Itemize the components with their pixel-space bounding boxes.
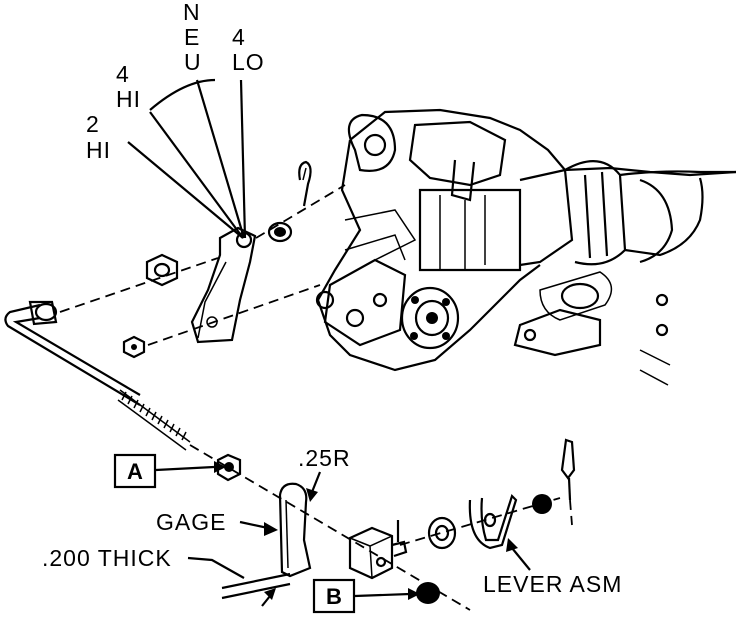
gage-callout: GAGE <box>156 509 278 536</box>
thickness-callout: .200 THICK <box>42 545 291 607</box>
fan-line-neu <box>195 79 246 239</box>
callout-a-label: A <box>127 459 143 484</box>
shift-position-fan: N E U 4 LO 4 HI 2 HI <box>86 0 265 239</box>
washer-lower <box>483 512 497 528</box>
callout-a: A <box>113 453 226 489</box>
lever-label: LEVER ASM <box>483 571 622 597</box>
cotter-pin-lower <box>560 438 576 526</box>
gage-tool <box>278 482 312 578</box>
lever-assembly <box>468 493 518 550</box>
fan-line-2hi <box>127 141 244 239</box>
callout-b: B <box>312 578 420 614</box>
hi2-number: 2 <box>86 111 100 137</box>
lever-callout: LEVER ASM <box>483 538 622 597</box>
nut-lower-right <box>532 494 552 514</box>
nut-a <box>216 453 242 482</box>
bushing <box>427 516 457 550</box>
hi2-text: HI <box>86 137 111 163</box>
transfer-case-assembly <box>315 108 736 386</box>
callout-b-label: B <box>326 584 342 609</box>
fan-line-4hi <box>149 111 244 239</box>
shift-lever-bracket <box>190 226 257 344</box>
washer-upper <box>267 221 293 243</box>
neu-letter-n: N <box>183 0 201 25</box>
hi4-number: 4 <box>116 61 130 87</box>
radius-callout: .25R <box>298 445 351 502</box>
radius-label: .25R <box>298 445 351 471</box>
shift-rod <box>4 300 191 451</box>
nut-b <box>416 582 440 604</box>
cotter-pin-upper <box>298 160 312 207</box>
neu-letter-u: U <box>184 49 202 75</box>
swivel-block <box>348 520 408 580</box>
thickness-label: .200 THICK <box>42 545 172 571</box>
lo4-number: 4 <box>232 24 246 50</box>
shift-arc <box>149 78 216 111</box>
lo4-text: LO <box>232 49 265 75</box>
fan-line-4lo <box>239 79 247 239</box>
gage-label: GAGE <box>156 509 226 535</box>
nut-upper-left <box>145 253 179 287</box>
neu-letter-e: E <box>184 24 200 50</box>
nut-lower-left <box>122 335 146 359</box>
hi4-text: HI <box>116 86 141 112</box>
